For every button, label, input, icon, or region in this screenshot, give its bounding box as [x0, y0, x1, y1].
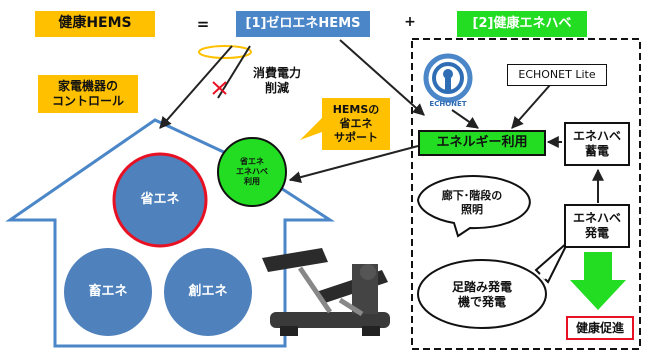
create-energy-circle — [164, 248, 252, 336]
enehabe-use-circle — [217, 137, 287, 207]
echonet-lite-label: ECHONET Lite — [507, 64, 607, 86]
health-enehabe-label: [2]健康エネハベ — [457, 11, 587, 37]
echonet-logo-icon — [423, 53, 473, 103]
zero-ene-hems-label: [1]ゼロエネHEMS — [236, 11, 370, 37]
hems-callout-shape — [300, 98, 390, 150]
stepper-bubble — [417, 259, 547, 329]
corridor-callout-shape — [416, 175, 531, 238]
enehabe-frame — [411, 38, 641, 350]
energy-use-box: エネルギー利用 — [418, 130, 546, 156]
echonet-logo-text: ECHONET — [429, 99, 467, 108]
enehabe-use-circle-label: 省エネ エネハベ 利用 — [236, 157, 268, 186]
plus-sign: + — [404, 14, 416, 31]
save-energy-circle — [112, 152, 208, 248]
power-reduction-label: 消費電力 削減 — [252, 66, 301, 95]
save-energy-label: 省エネ — [140, 191, 180, 207]
stepper-machine-illustration — [262, 248, 390, 336]
red-x-icon — [212, 81, 227, 95]
control-highlight-ellipse — [198, 45, 252, 59]
enehabe-generation-box: エネハベ 発電 — [564, 204, 630, 248]
health-hems-label: 健康HEMS — [35, 11, 155, 37]
equals-sign: = — [196, 14, 210, 33]
stepper-generation-label: 足踏み発電 機で発電 — [451, 280, 512, 309]
hems-support-label: HEMSの 省エネ サポート — [332, 103, 380, 144]
storage-energy-label: 畜エネ — [88, 283, 128, 299]
corridor-lighting-label: 廊下･階段の 照明 — [441, 189, 503, 216]
storage-energy-circle — [64, 248, 152, 336]
create-energy-label: 創エネ — [188, 283, 228, 299]
health-green-arrow — [570, 252, 626, 310]
appliance-control-label: 家電機器の コントロール — [38, 75, 138, 113]
enehabe-storage-box: エネハベ 蓄電 — [564, 122, 630, 166]
health-promotion-box: 健康促進 — [566, 316, 634, 340]
